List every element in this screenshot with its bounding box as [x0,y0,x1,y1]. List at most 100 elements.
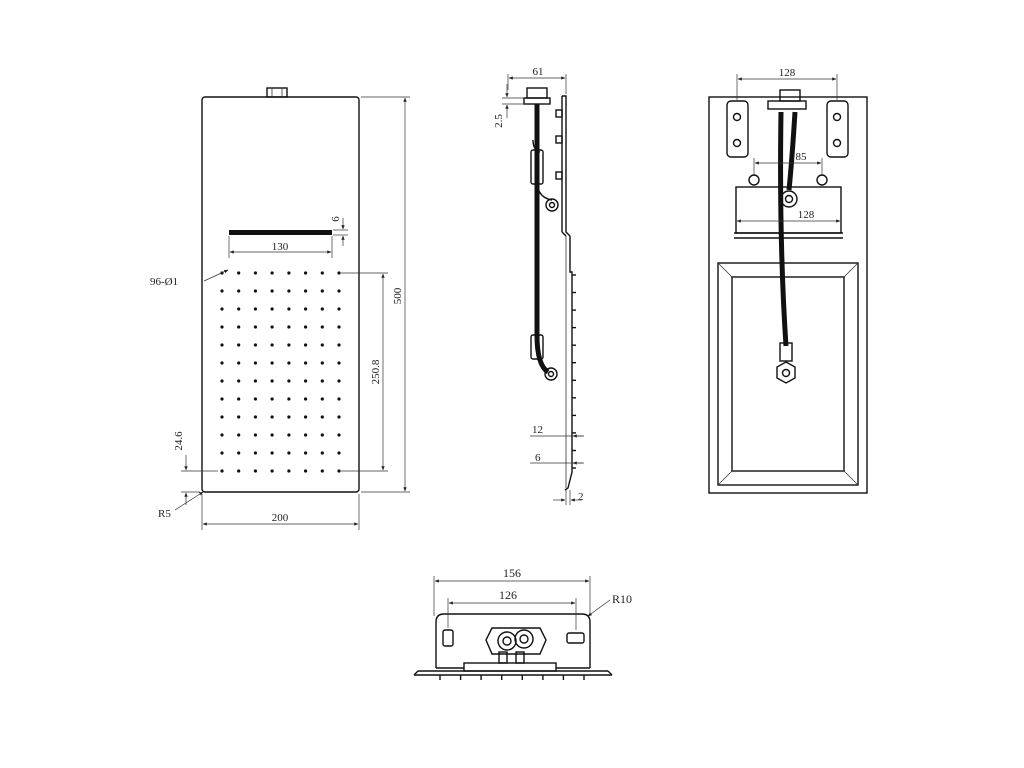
nozzle-hole [270,397,274,401]
nozzle-hole [337,307,341,311]
dim-front-width-label: 200 [272,512,289,524]
holes-spec-label: 96-Ø1 [150,276,178,288]
dim-slot-height: 6 [330,216,348,246]
dim-back-bracket-span: 128 [736,67,838,100]
dim-side-6: 6 [530,452,584,465]
nozzle-hole [270,415,274,419]
dim-back-center-span-label: 85 [796,151,808,163]
nozzle-hole [287,379,291,383]
nozzle-hole [304,307,308,311]
nozzle-hole [270,361,274,365]
dim-hole-field-height: 250.8 [341,272,388,472]
nozzle-hole [337,379,341,383]
nozzle-hole [237,433,241,437]
nozzle-hole [337,271,341,275]
dim-side-depth-label: 61 [533,66,544,78]
dim-bottom-radius: R10 [587,592,632,617]
nozzle-hole [237,415,241,419]
nozzle-hole [220,325,224,329]
nozzle-hole [287,271,291,275]
nozzle-hole [287,307,291,311]
nozzle-hole [253,343,257,347]
side-top-nut [526,87,548,99]
dim-side-2-label: 2 [578,491,584,503]
nozzle-hole [320,415,324,419]
nozzle-hole [253,325,257,329]
dim-side-top-gap-label: 2.5 [493,114,505,128]
dim-bottom-inner-width: 126 [447,588,577,630]
nozzle-hole [270,379,274,383]
dim-slot-width-label: 130 [272,241,289,253]
nozzle-hole [253,451,257,455]
nozzle-hole [287,343,291,347]
nozzle-hole [320,343,324,347]
nozzle-hole [304,271,308,275]
nozzle-hole [304,433,308,437]
nozzle-hole [304,469,308,473]
nozzle-hole [220,289,224,293]
nozzle-hole [337,325,341,329]
nozzle-hole [270,433,274,437]
side-hose [534,104,550,375]
bottom-nozzle-ticks [439,675,585,680]
nozzle-hole [287,397,291,401]
nozzle-hole [337,397,341,401]
dim-corner-radius: R5 [158,491,204,520]
nozzle-hole [304,289,308,293]
nozzle-hole [304,343,308,347]
nozzle-hole-grid [220,271,341,473]
nozzle-hole [287,361,291,365]
nozzle-hole [220,397,224,401]
dim-side-6-label: 6 [535,452,541,464]
nozzle-hole [320,469,324,473]
corner-radius-label: R5 [158,508,171,520]
bottom-body-outline [435,613,591,668]
nozzle-hole [237,469,241,473]
nozzle-hole [237,361,241,365]
nozzle-hole [253,469,257,473]
nozzle-hole [237,397,241,401]
dim-side-12-label: 12 [532,424,543,436]
nozzle-hole [287,415,291,419]
nozzle-hole [270,343,274,347]
back-hose [778,111,789,347]
nozzle-hole [220,343,224,347]
dim-back-center-span: 85 [753,151,823,176]
dim-front-height: 500 [361,96,410,493]
nozzle-hole [320,397,324,401]
nozzle-hole [253,433,257,437]
bottom-fitting [485,627,547,655]
back-inner-frame-outer [717,262,859,486]
dim-front-height-label: 500 [392,287,404,304]
nozzle-hole [220,415,224,419]
dim-bottom-outer-width: 156 [433,566,591,616]
nozzle-hole [270,289,274,293]
nozzle-hole [287,469,291,473]
nozzle-hole [220,379,224,383]
waterfall-slot [229,230,332,235]
nozzle-hole [337,361,341,365]
nozzle-hole [253,361,257,365]
nozzle-hole [337,343,341,347]
nozzle-hole [270,325,274,329]
nozzle-hole [237,289,241,293]
nozzle-hole [253,271,257,275]
nozzle-hole [337,451,341,455]
dim-slot-width: 130 [228,236,333,258]
nozzle-hole [220,469,224,473]
dim-side-depth: 61 [507,66,567,94]
nozzle-hole [320,361,324,365]
nozzle-hole [270,307,274,311]
nozzle-hole [253,415,257,419]
nozzle-hole [320,325,324,329]
dim-back-bracket-span-label: 128 [779,67,796,79]
dim-bottom-inner-width-label: 126 [499,588,517,602]
nozzle-hole [337,289,341,293]
nozzle-hole [270,271,274,275]
bottom-slot-left [442,629,454,647]
nozzle-hole [287,451,291,455]
nozzle-hole [304,361,308,365]
back-inner-frame-inner [731,276,845,472]
nozzle-hole [237,343,241,347]
bottom-slot-right [566,632,585,644]
